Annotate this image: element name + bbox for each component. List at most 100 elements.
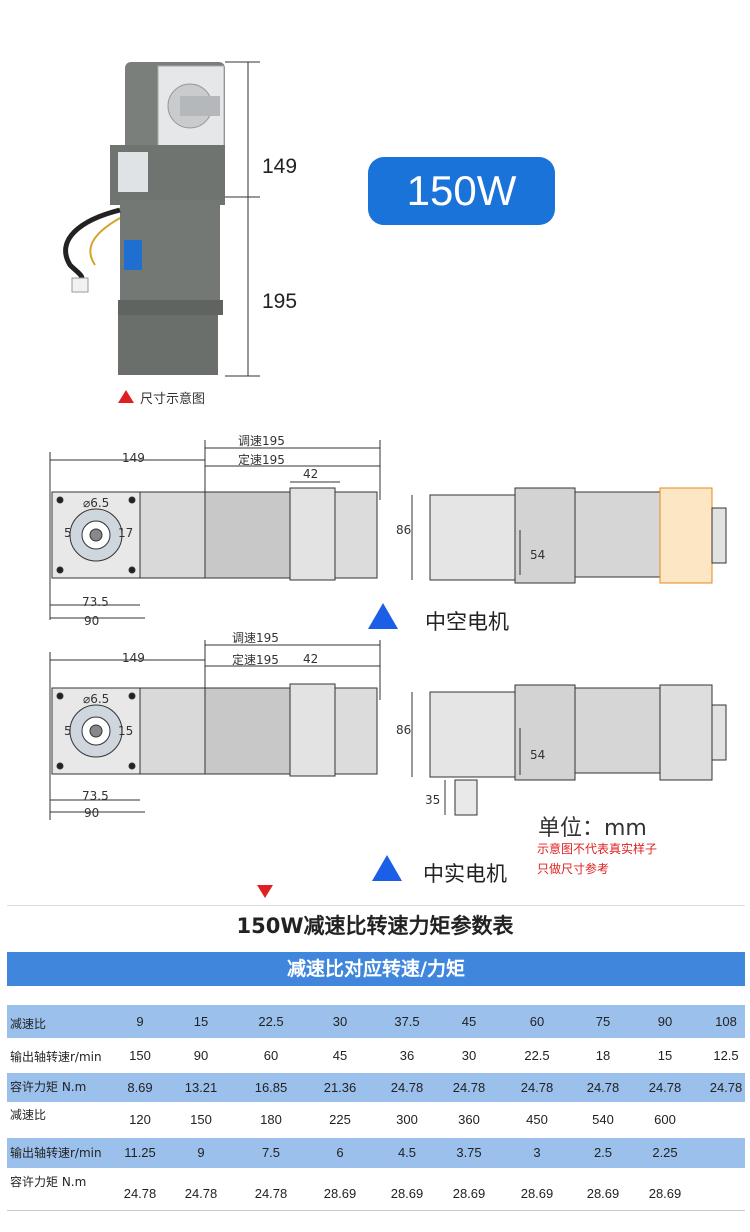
solid-motor-drawing — [49, 640, 727, 820]
hollow-motor-drawing — [49, 440, 727, 620]
dimension-caption: 尺寸示意图 — [140, 392, 206, 407]
red-triangle-icon — [118, 390, 134, 403]
s-dim-149: 149 — [122, 651, 145, 665]
power-badge: 150W — [368, 157, 555, 225]
table-cell: 24.78 — [254, 1186, 288, 1201]
table-cell: 9 — [197, 1145, 205, 1160]
h-dim-149: 149 — [122, 451, 145, 465]
table-cell: 12.5 — [713, 1048, 739, 1063]
h-dim-73-5: 73.5 — [82, 595, 109, 609]
blue-triangle-icon — [368, 603, 398, 629]
table-cell: 300 — [396, 1112, 418, 1127]
table-title: 150W减速比转速力矩参数表 — [236, 914, 514, 938]
table-cell: 22.5 — [524, 1048, 550, 1063]
table-top-border — [7, 905, 745, 906]
table-cell: 450 — [526, 1112, 548, 1127]
table-row: 容许力矩 N.m 8.69 13.21 16.85 21.36 24.78 24… — [7, 1073, 745, 1102]
table-cell: 28.69 — [520, 1186, 554, 1201]
disclaimer-line-1: 示意图不代表真实样子 — [537, 842, 658, 856]
disclaimer-line-2: 只做尺寸参考 — [537, 862, 610, 876]
table-cell: 15 — [193, 1014, 209, 1029]
table-cell: 24.78 — [709, 1080, 743, 1095]
table-cell: 45 — [461, 1014, 477, 1029]
table-cell: 2.5 — [593, 1145, 613, 1160]
table-cell: 24.78 — [586, 1080, 620, 1095]
table-cell: 28.69 — [390, 1186, 424, 1201]
table-cell: 24.78 — [452, 1080, 486, 1095]
h-dim-54: 54 — [530, 548, 546, 562]
motor-photo — [63, 61, 260, 377]
h-dim-5: 5 — [64, 526, 72, 540]
table-cell: 36 — [399, 1048, 415, 1063]
h-hole-dia: ⌀6.5 — [83, 496, 110, 510]
h-dim-speed-fixed: 定速195 — [238, 453, 285, 467]
table-cell: 24.78 — [390, 1080, 424, 1095]
table-cell: 24.78 — [520, 1080, 554, 1095]
table-cell: 3 — [533, 1145, 541, 1160]
row-label: 输出轴转速r/min — [10, 1146, 102, 1160]
table-row: 输出轴转速r/min 150 90 60 45 36 30 22.5 18 15… — [7, 1038, 745, 1073]
table-cell: 22.5 — [258, 1014, 284, 1029]
h-dim-42: 42 — [303, 467, 319, 481]
table-cell: 90 — [657, 1014, 673, 1029]
table-cell: 24.78 — [123, 1186, 157, 1201]
table-cell: 120 — [129, 1112, 151, 1127]
h-dim-speed-reg: 调速195 — [238, 434, 285, 448]
s-dim-15: 15 — [118, 724, 134, 738]
s-dim-54: 54 — [530, 748, 546, 762]
table-row: 输出轴转速r/min 11.25 9 7.5 6 4.5 3.75 3 2.5 … — [7, 1138, 745, 1168]
table-cell: 9 — [136, 1014, 144, 1029]
s-dim-73-5: 73.5 — [82, 789, 109, 803]
table-cell: 3.75 — [456, 1145, 482, 1160]
dim-upper: 149 — [262, 155, 298, 178]
s-hole-dia: ⌀6.5 — [83, 692, 110, 706]
table-bottom-border — [7, 1210, 745, 1211]
s-dim-5: 5 — [64, 724, 72, 738]
solid-motor-label: 中实电机 — [423, 862, 507, 886]
s-dim-35: 35 — [425, 793, 441, 807]
table-cell: 225 — [329, 1112, 351, 1127]
table-cell: 60 — [529, 1014, 545, 1029]
table-cell: 90 — [193, 1048, 209, 1063]
table-cell: 15 — [657, 1048, 673, 1063]
table-cell: 11.25 — [124, 1145, 156, 1160]
h-dim-90: 90 — [84, 614, 100, 628]
table-row: 减速比 120 150 180 225 300 360 450 540 600 — [7, 1102, 745, 1138]
s-dim-90: 90 — [84, 806, 100, 820]
dim-lower: 195 — [262, 290, 298, 313]
red-down-arrow-icon — [257, 885, 273, 898]
s-dim-42: 42 — [303, 652, 319, 666]
unit-label: 单位：mm — [538, 816, 647, 841]
table-section-band: 减速比对应转速/力矩 — [7, 952, 745, 986]
table-cell: 45 — [332, 1048, 348, 1063]
table-cell: 13.21 — [184, 1080, 218, 1095]
table-cell: 60 — [263, 1048, 279, 1063]
row-label: 减速比 — [10, 1017, 47, 1031]
hollow-motor-label: 中空电机 — [425, 610, 509, 634]
table-cell: 24.78 — [184, 1186, 218, 1201]
table-cell: 8.69 — [127, 1080, 153, 1095]
row-label: 输出轴转速r/min — [10, 1050, 102, 1064]
table-cell: 28.69 — [452, 1186, 486, 1201]
table-cell: 2.25 — [652, 1145, 678, 1160]
table-cell: 30 — [332, 1014, 348, 1029]
blue-triangle-icon — [372, 855, 402, 881]
table-cell: 28.69 — [323, 1186, 357, 1201]
table-cell: 18 — [595, 1048, 611, 1063]
table-row: 容许力矩 N.m 24.78 24.78 24.78 28.69 28.69 2… — [7, 1168, 745, 1208]
s-dim-speed-reg: 调速195 — [232, 631, 279, 645]
table-cell: 24.78 — [648, 1080, 682, 1095]
s-dim-86: 86 — [396, 723, 412, 737]
row-label: 减速比 — [10, 1108, 47, 1122]
table-cell: 16.85 — [254, 1080, 288, 1095]
table-cell: 21.36 — [323, 1080, 357, 1095]
table-cell: 600 — [654, 1112, 676, 1127]
table-cell: 540 — [592, 1112, 614, 1127]
table-cell: 150 — [129, 1048, 151, 1063]
table-cell: 108 — [715, 1014, 737, 1029]
table-cell: 180 — [260, 1112, 282, 1127]
h-dim-17: 17 — [118, 526, 134, 540]
table-cell: 75 — [595, 1014, 611, 1029]
table-cell: 30 — [461, 1048, 477, 1063]
table-cell: 37.5 — [394, 1014, 420, 1029]
